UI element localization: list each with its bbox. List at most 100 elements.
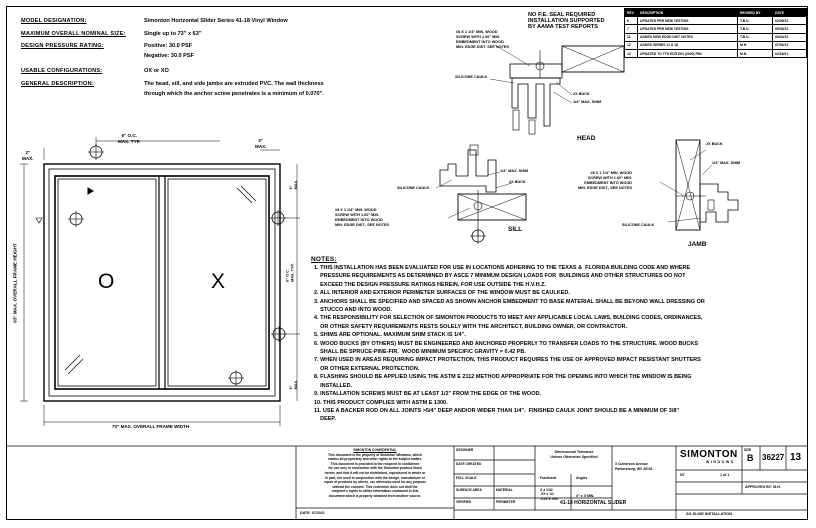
window-elevation: [20, 137, 300, 426]
note-line: 8. FLASHING SHOULD BE APPLIED USING THE …: [314, 374, 692, 381]
head-buck-callout: 2X BUCK: [573, 92, 590, 96]
width-dim-label: 73" MAX. OVERALL FRAME WIDTH: [112, 424, 190, 429]
confidential-line: without the consent. This restriction do…: [332, 484, 418, 489]
sash-label-fixed: O: [98, 270, 115, 293]
seal-note-line: NO P.E. SEAL REQUIRED: [528, 12, 596, 18]
callout-line: SCREW WITH 1.00" MIN.: [587, 176, 633, 180]
confidential-line: repair of products by others, nor otherw…: [324, 480, 426, 485]
header-value: The head, sill, and side jambs are extru…: [144, 81, 324, 87]
sill-buck: [457, 193, 527, 221]
callout-line: SCREW WITH 1.00" MIN.: [335, 213, 380, 217]
seal-note: NO P.E. SEAL REQUIRED INSTALLATION SUPPO…: [528, 12, 605, 31]
note-line: 10. THIS PRODUCT COMPLIES WITH ASTM E 13…: [314, 399, 448, 406]
glass-mark: [67, 358, 84, 375]
note-line: 4. THE RESPONSIBILITY FOR SELECTION OF S…: [314, 315, 703, 322]
dim-text: 6" O.C.: [121, 133, 137, 138]
callout-line: SCREW WITH 1.00" MIN.: [456, 35, 501, 39]
field-verified: VERIFIED: [456, 500, 472, 504]
dim-text: MAX.: [293, 379, 298, 390]
note-line: STUCCO AND INTO WOOD.: [314, 307, 392, 314]
head-caulk-callout: SILICONE CAULK: [455, 75, 488, 79]
confidential-line: document which is properly obtained from…: [328, 493, 422, 498]
top-dim-edge: 2" MAX.: [255, 138, 266, 149]
right-dim-top: 6" MAX.: [289, 180, 298, 190]
jamb-buck-callout: 2X BUCK: [706, 142, 723, 146]
header-value: Positive: 30.0 PSF: [144, 43, 193, 49]
callout-line: EMBEDMENT INTO WOOD: [335, 218, 383, 222]
field-full-scale: FULL SCALE: [456, 476, 477, 480]
size-label: SIZE: [744, 448, 752, 452]
note-line: 7. WHEN USED IN AREAS REQUIRING IMPACT P…: [314, 357, 701, 364]
callout-line: #8 X 1 1/4" MIN. WOOD: [590, 171, 633, 175]
dim-text: MAX. TYP.: [118, 138, 141, 144]
dim-text: MAX. TYP.: [290, 263, 295, 282]
field-date-created: DATE CREATED: [456, 462, 482, 466]
scale-value: NT: [680, 473, 685, 477]
glass-mark: [240, 185, 257, 202]
top-dim-oc: 6" O.C. MAX. TYP.: [118, 133, 140, 144]
glass-mark: [236, 187, 253, 204]
head-buck: [561, 45, 625, 73]
confidential-line: in part, nor used in conjunction with th…: [324, 475, 425, 480]
seal-note-line: INSTALLATION SUPPORTED: [528, 18, 605, 25]
outer-frame: [43, 163, 281, 402]
confidential-line: This document is provided to the recipie…: [330, 461, 420, 466]
right-dim-mid: 6" O.C. MAX. TYP.: [286, 263, 295, 282]
operable-sash-glass: [167, 178, 267, 387]
revision-number: 13: [790, 452, 802, 463]
field-perimeter: PERIMETER: [496, 500, 516, 504]
note-line: PRESSURE REQUIREMENTS AS DETERMINED BY A…: [314, 273, 686, 280]
callout-line: MIN. EDGE DIST. SEE NOTES: [456, 45, 509, 49]
field-material: MATERIAL: [496, 488, 513, 492]
jamb-title: JAMB: [688, 241, 707, 248]
dim-text: MAX.: [293, 179, 298, 190]
head-shim-callout: 1/4" MAX. SHIM: [573, 100, 602, 104]
sill-buck-callout: 2X BUCK: [509, 180, 526, 184]
confidential-line: SIMONTON CONFIDENTIAL: [353, 448, 397, 452]
drawing-title: 41-18 HORIZONTAL SLIDER: [560, 500, 627, 506]
notes-title: NOTES:: [311, 256, 337, 263]
note-line: SHALL BE SPRUCE-PINE-FIR. WOOD MINIMUM S…: [314, 349, 526, 356]
drawing-number: 36227: [762, 453, 785, 462]
company-address: 3 Cutherson Avenue Parkersburg, WV 26101: [615, 462, 653, 471]
jamb-screw-callout: #8 X 1 1/4" MIN. WOOD SCREW WITH 1.00" M…: [578, 171, 632, 191]
header-value: through which the anchor screw penetrate…: [144, 91, 324, 97]
sill-section: [435, 144, 527, 244]
note-line: 9. INSTALLATION SCREWS MUST BE AT LEAST …: [314, 391, 541, 398]
head-title: HEAD: [577, 135, 596, 142]
drawing-sheet: [6, 6, 808, 520]
glass-mark: [64, 354, 81, 371]
tolerance-text: .XXX ± .005: [540, 496, 559, 501]
tolerance-text: X ± 1/32: [540, 488, 553, 492]
note-line: INSTALLED.: [314, 382, 353, 389]
head-screw-callout: #8 X 1 1/4" MIN. WOOD SCREW WITH 1.00" M…: [456, 30, 509, 50]
field-designer: DESIGNER: [456, 448, 474, 452]
head-section: [489, 44, 625, 135]
header-label: MODEL DESIGNATION:: [21, 18, 87, 24]
tolerance-fractional: Fractional: [540, 476, 557, 480]
drawing-subtitle: SG SLIDE INSTALLATION: [686, 512, 733, 516]
company-logo: SIMONTON: [680, 449, 738, 460]
title-block-date: DATE: 07/2021: [300, 511, 325, 515]
dim-text: MAX.: [255, 143, 267, 149]
callout-line: EMBEDMENT INTO WOOD: [456, 40, 504, 44]
fixed-sash-glass: [57, 178, 157, 387]
note-line: 1. THIS INSTALLATION HAS BEEN EVALUATED …: [314, 265, 691, 271]
sill-profile: [439, 149, 497, 193]
tolerance-block: Dimensional Tolerance Unless Otherwise S…: [537, 450, 611, 460]
confidential-line: retains all proprietary and other rights…: [328, 457, 422, 462]
tolerance-angle-value: X° ± .5 MIN.: [576, 494, 595, 498]
tolerance-text: Unless Otherwise Specified: [550, 455, 598, 459]
field-surface-area: SURFACE AREA: [456, 488, 482, 492]
jamb-caulk-callout: SILICONE CAULK: [622, 223, 655, 227]
note-line: 2. ALL INTERIOR AND EXTERIOR PERIMETER S…: [314, 290, 570, 297]
tolerance-text: Dimensional Tolerance: [554, 450, 594, 454]
callout-line: #8 X 1 1/4" MIN. WOOD: [335, 208, 377, 212]
title-block-lines: [6, 445, 808, 520]
note-line: OR OTHER SAFETY REQUIREMENTS RESTS SOLEL…: [314, 323, 628, 330]
jamb-profile: [699, 183, 739, 223]
note-line: OR OTHER EXTERNAL PROTECTION.: [314, 365, 420, 372]
dim-text: MAX.: [22, 155, 34, 161]
